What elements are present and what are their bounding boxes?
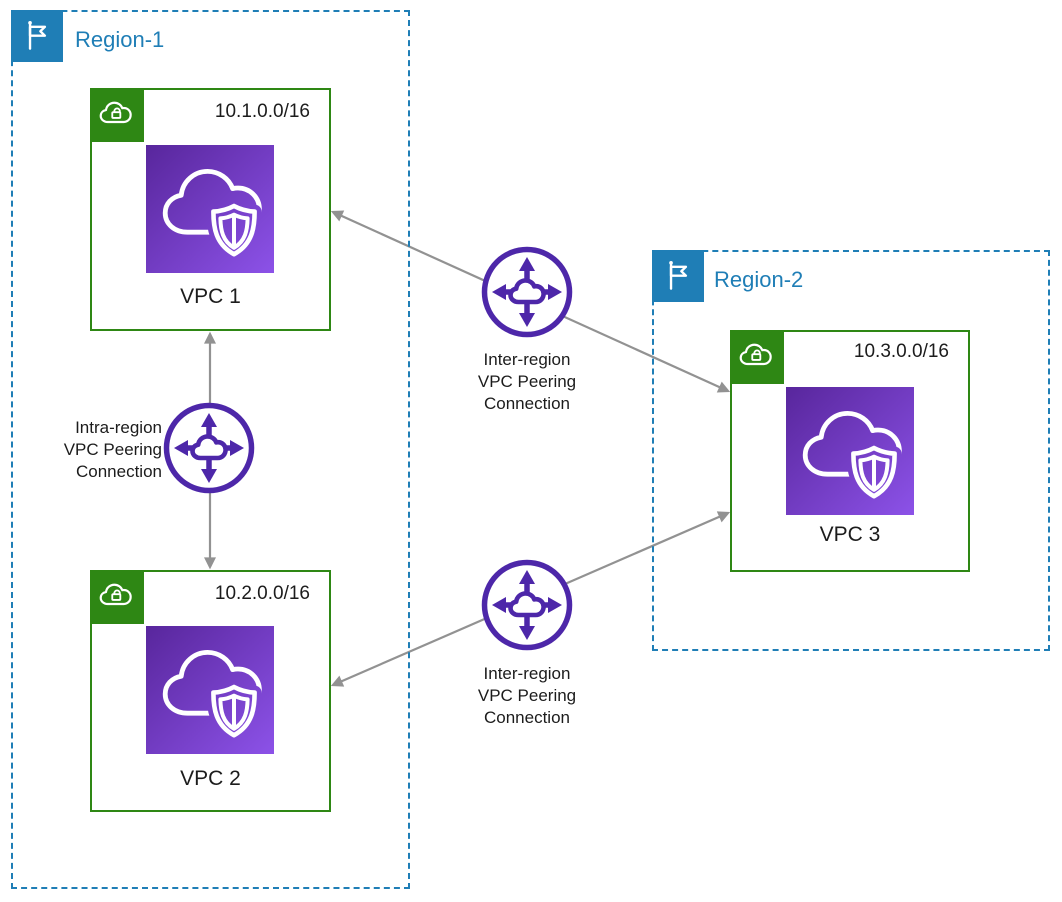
- peering-connection-icon: [163, 402, 255, 494]
- vpc-1-label: VPC 1: [180, 285, 241, 308]
- vpc-2-badge: [90, 570, 144, 624]
- label-line: Connection: [75, 462, 162, 481]
- vpc-icon: [146, 145, 274, 273]
- label-line: Connection: [483, 394, 570, 413]
- cloud-lock-icon: [99, 583, 132, 606]
- vpc-1-badge: [90, 88, 144, 142]
- vpc-2-cidr: 10.2.0.0/16: [214, 583, 310, 604]
- region-1-flag-badge: [11, 10, 63, 62]
- region-2-label: Region-2: [714, 267, 804, 292]
- peering-connection-icon: [481, 246, 573, 338]
- flag-icon: [28, 21, 47, 50]
- label-line: Inter-region: [483, 350, 571, 369]
- label-line: VPC Peering: [477, 372, 577, 391]
- label-line: VPC Peering: [63, 440, 162, 459]
- vpc-icon: [786, 387, 914, 515]
- label-line: Connection: [483, 708, 570, 727]
- vpc-3-label: VPC 3: [819, 523, 881, 546]
- region-2-boundary: [652, 250, 1050, 651]
- flag-icon: [669, 261, 688, 290]
- inter-region-peering-top-label: Inter-region VPC Peering Connection: [442, 349, 612, 415]
- vpc-3-badge: [730, 330, 784, 384]
- peering-connection-icon: [481, 559, 573, 651]
- label-line: Inter-region: [483, 664, 571, 683]
- vpc-icon: [146, 626, 274, 754]
- inter-region-peering-bottom-label: Inter-region VPC Peering Connection: [442, 663, 612, 729]
- vpc-1-cidr: 10.1.0.0/16: [214, 101, 310, 122]
- vpc-3-cidr: 10.3.0.0/16: [853, 341, 949, 362]
- region-1-boundary: [11, 10, 410, 889]
- label-line: VPC Peering: [477, 686, 577, 705]
- cloud-lock-icon: [99, 101, 132, 124]
- intra-region-peering-label: Intra-region VPC Peering Connection: [17, 417, 162, 483]
- label-line: Intra-region: [75, 418, 162, 437]
- vpc-2-label: VPC 2: [180, 767, 241, 790]
- region-2-flag-badge: [652, 250, 704, 302]
- cloud-lock-icon: [739, 343, 772, 366]
- region-1-label: Region-1: [75, 27, 165, 52]
